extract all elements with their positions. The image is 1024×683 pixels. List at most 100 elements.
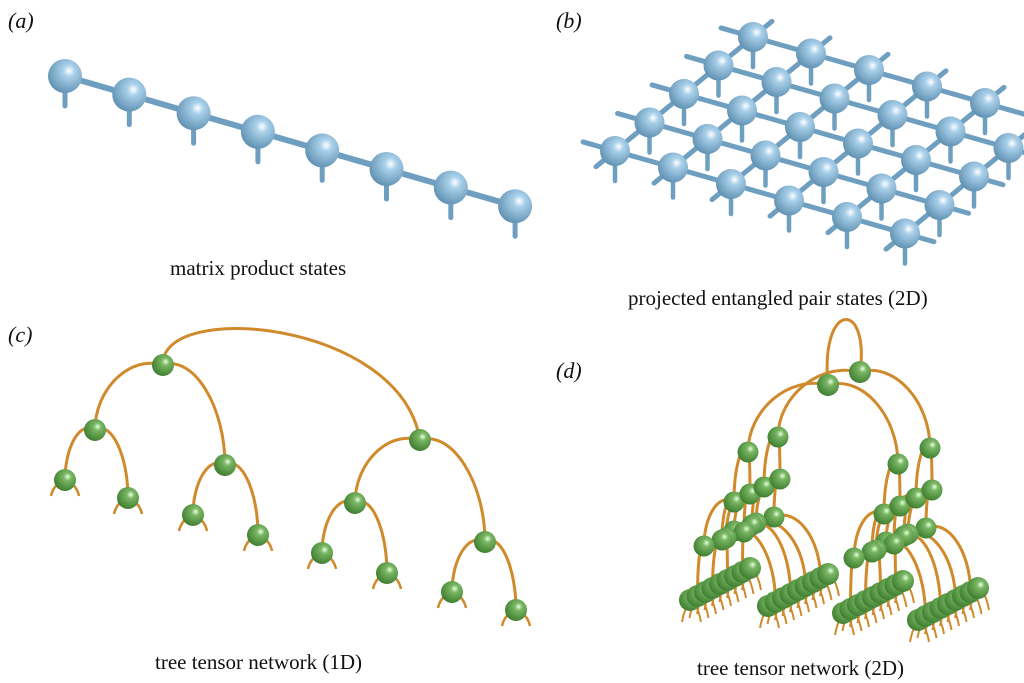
peps-tensor — [890, 218, 920, 249]
tree-node — [905, 487, 927, 509]
peps-tensor — [912, 71, 942, 102]
panel-label-c: (c) — [8, 322, 33, 347]
tree-bond — [93, 361, 164, 431]
mps-tensor — [176, 96, 211, 131]
tree-node — [873, 503, 895, 525]
caption-ttn-2d: tree tensor network (2D) — [697, 656, 905, 680]
tree-node — [733, 521, 755, 543]
tree-node — [921, 479, 943, 501]
tree-node — [344, 492, 366, 514]
leaf-tensor — [311, 542, 333, 564]
tree-node — [887, 453, 909, 475]
mps-tensor — [305, 133, 340, 168]
tree-node — [737, 441, 759, 463]
peps-tensor — [832, 202, 862, 232]
leaf-tensor — [54, 469, 76, 491]
peps-tensor — [669, 79, 699, 109]
mps-panel — [48, 59, 533, 239]
peps-tensor — [993, 133, 1024, 163]
leaf-tensor — [376, 562, 398, 584]
tree-node — [769, 468, 791, 490]
leaf-tensor — [817, 563, 839, 585]
tree-node — [723, 491, 745, 513]
tree-bond — [755, 519, 807, 587]
panel-label-a: (a) — [8, 8, 34, 33]
tree-bond — [162, 362, 227, 466]
leaf-tensor — [892, 570, 914, 592]
tree-node — [763, 506, 785, 528]
peps-tensor — [970, 88, 1000, 118]
root-tensor — [849, 361, 871, 383]
caption-mps: matrix product states — [170, 256, 347, 280]
peps-tensor — [866, 173, 897, 204]
tree-node — [753, 476, 775, 498]
horizontal-bond — [580, 139, 937, 245]
panel-label-d: (d) — [556, 358, 582, 383]
peps-tensor — [843, 128, 873, 159]
root-tensor — [817, 374, 839, 396]
caption-peps: projected entangled pair states (2D) — [628, 286, 928, 310]
tree-node — [474, 531, 496, 553]
bond — [859, 369, 932, 449]
peps-tensor — [658, 152, 688, 183]
mps-tensor — [48, 59, 82, 93]
peps-tensor — [808, 157, 839, 187]
tree-node — [409, 429, 431, 451]
peps-tensor — [750, 140, 781, 171]
peps-tensor — [924, 190, 955, 220]
caption-ttn-1d: tree tensor network (1D) — [155, 650, 363, 674]
mps-tensor — [112, 77, 147, 112]
peps-tensor — [727, 95, 757, 126]
horizontal-bond — [615, 110, 971, 216]
tree-node — [84, 419, 106, 441]
peps-tensor — [959, 161, 989, 192]
leaf-tensor — [505, 599, 527, 621]
peps-tensor — [796, 38, 826, 69]
tree-bond — [419, 437, 487, 543]
tree-node — [214, 454, 236, 476]
peps-tensor — [854, 55, 884, 85]
leaf-tensor — [967, 577, 989, 599]
tree-node — [767, 426, 789, 448]
ttn-1d-panel — [49, 327, 532, 627]
horizontal-bond — [684, 53, 1024, 156]
bond — [746, 381, 829, 453]
top-bond — [161, 327, 422, 441]
mps-tensor — [369, 152, 404, 186]
leaf-tensor — [441, 581, 463, 603]
mps-tensor — [240, 114, 275, 149]
horizontal-bond — [718, 25, 1024, 117]
peps-tensor — [761, 67, 792, 97]
tree-node — [883, 533, 905, 555]
tree-node — [915, 517, 937, 539]
tree-bond — [903, 532, 942, 609]
ttn-2d-panel — [679, 318, 990, 643]
tree-bond — [907, 530, 957, 601]
tree-node — [843, 547, 865, 569]
tree-node — [711, 529, 733, 551]
peps-tensor — [600, 136, 630, 166]
peps-tensor — [716, 169, 746, 199]
leaf-tensor — [182, 504, 204, 526]
bond — [776, 368, 861, 438]
tree-node — [919, 437, 941, 459]
leaf-tensor — [739, 557, 761, 579]
mps-tensor — [433, 170, 468, 205]
horizontal-bond — [649, 82, 1006, 188]
tree-node — [152, 354, 174, 376]
top-bond — [825, 318, 863, 386]
tree-node — [693, 535, 715, 557]
tree-node — [861, 541, 883, 563]
peps-tensor — [877, 100, 908, 130]
peps-panel — [580, 18, 1024, 266]
peps-tensor — [901, 145, 931, 175]
peps-tensor — [738, 22, 768, 52]
peps-tensor — [692, 124, 723, 154]
mps-tensor — [498, 189, 533, 224]
peps-tensor — [935, 116, 966, 147]
peps-tensor — [785, 112, 815, 142]
panel-label-b: (b) — [556, 8, 582, 33]
peps-tensor — [774, 185, 804, 216]
